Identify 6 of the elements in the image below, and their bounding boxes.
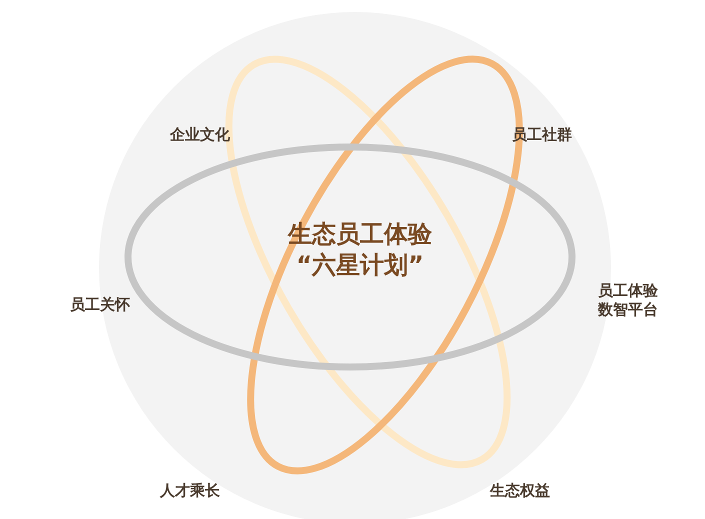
caption: 人才乘长 — [160, 482, 220, 500]
caption: 员工社群 — [512, 126, 572, 144]
caption: 员工关怀 — [70, 296, 130, 314]
caption: 员工体验数智平台 — [596, 281, 659, 319]
caption: 企业文化 — [170, 126, 230, 144]
caption: 生态权益 — [490, 482, 550, 500]
